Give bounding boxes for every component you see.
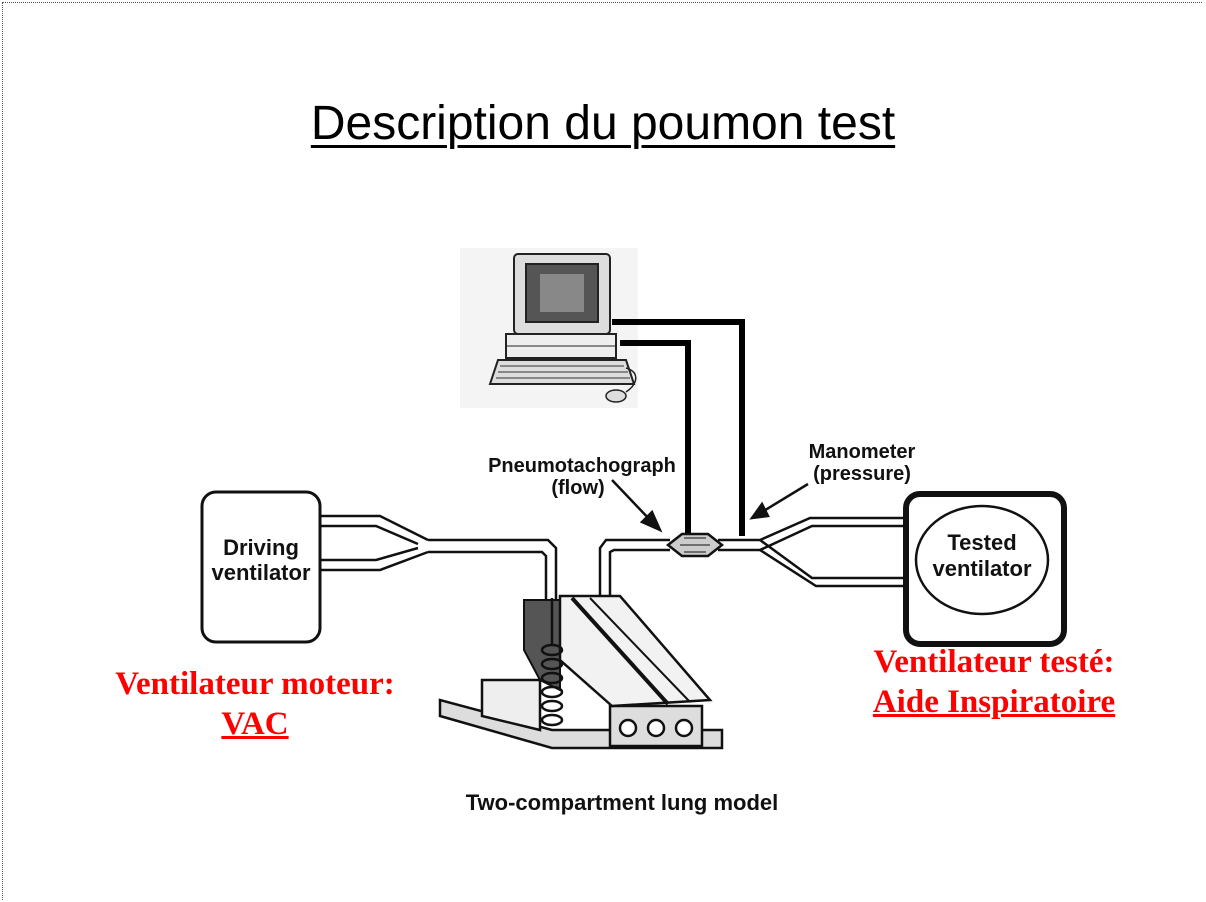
manometer-label: Manometer [809,441,916,463]
left-annotation: Ventilateur moteur: VAC [70,664,440,744]
slide-title: Description du poumon test [310,97,896,150]
right-annotation: Ventilateur testé: Aide Inspiratoire [822,642,1166,722]
driving-ventilator-label-1: Driving [223,535,299,560]
right-annotation-line2: Aide Inspiratoire [872,684,1116,720]
driving-ventilator-label-2: ventilator [211,560,310,585]
pointer-arrows [611,479,809,533]
right-annotation-line1: Ventilateur testé: [873,644,1115,680]
left-annotation-line2: VAC [221,706,289,742]
tested-tubing [598,516,906,600]
lung-model-icon [438,594,724,750]
manometer-sublabel: (pressure) [813,463,911,485]
driving-ventilator-box: Driving ventilator [200,490,322,644]
computer-icon [460,248,638,408]
tested-ventilator-label-2: ventilator [932,556,1031,581]
lung-model-caption: Two-compartment lung model [466,790,778,815]
tested-ventilator-label-1: Tested [947,530,1016,555]
computer-cables [612,319,745,536]
left-annotation-line1: Ventilateur moteur: [115,666,395,702]
pneumotachograph-device [665,532,725,558]
driving-tubing [320,514,558,600]
tested-ventilator-box: Tested ventilator [903,491,1067,647]
pneumotachograph-label: Pneumotachograph [488,455,676,477]
pneumotachograph-sublabel: (flow) [551,477,604,499]
